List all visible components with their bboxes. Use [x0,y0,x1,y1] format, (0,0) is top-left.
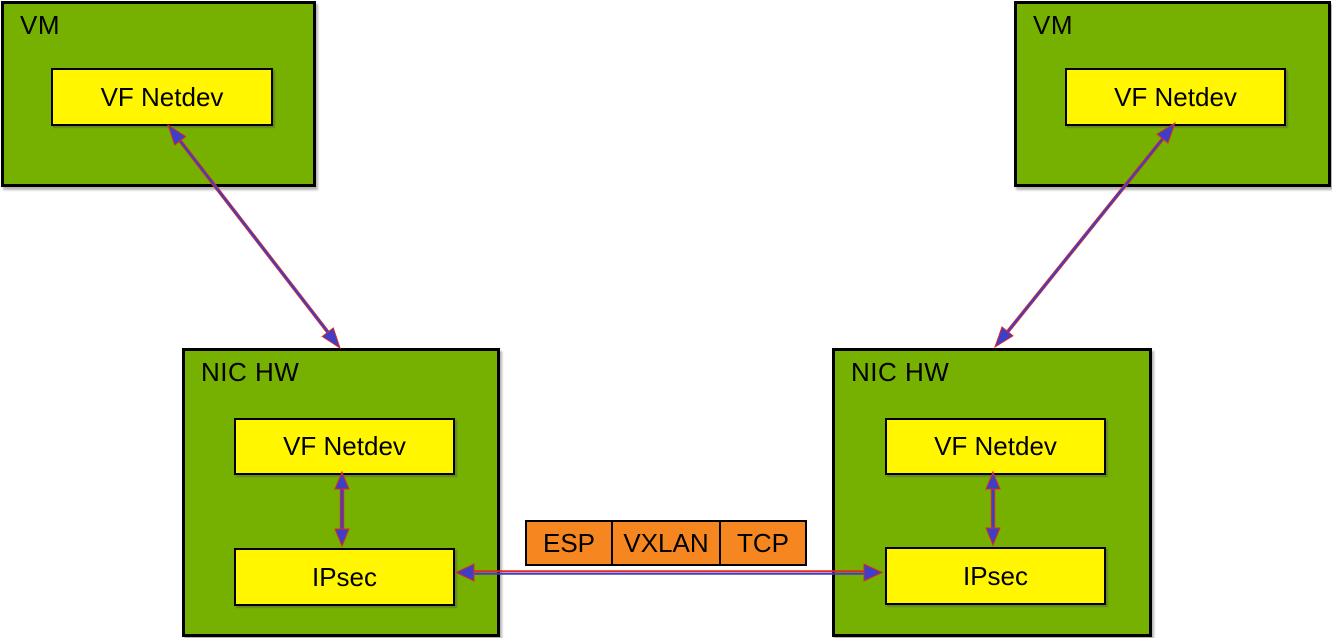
nic-hw-left-vf-netdev-box: VF Netdev [234,418,455,475]
packet-header-strip: ESP VXLAN TCP [525,520,807,566]
nic-hw-right-vf-netdev-box: VF Netdev [885,418,1106,475]
nic-hw-left-vf-netdev-label: VF Netdev [283,431,406,461]
packet-esp-label: ESP [542,527,596,558]
vm-left-vf-netdev-box: VF Netdev [51,68,273,126]
nic-hw-right-box: NIC HW VF Netdev IPsec [832,348,1152,637]
vm-left-box: VM VF Netdev [1,1,316,187]
packet-tcp-label: TCP [737,527,789,558]
nic-hw-left-ipsec-label: IPsec [311,561,378,592]
packet-tcp-box: TCP [719,520,807,566]
nic-hw-left-title: NIC HW [201,357,300,387]
vm-left-vf-netdev-label: VF Netdev [100,81,224,112]
vm-right-vf-netdev-label: VF Netdev [1114,81,1237,112]
nic-hw-left-ipsec-box: IPsec [234,548,455,606]
vm-right-title: VM [1033,10,1073,40]
packet-vxlan-label: VXLAN [623,527,709,558]
packet-esp-box: ESP [525,520,613,566]
vm-right-vf-netdev-box: VF Netdev [1065,68,1286,126]
nic-hw-right-title: NIC HW [851,357,950,387]
nic-hw-right-ipsec-box: IPsec [885,547,1106,605]
nic-hw-right-ipsec-label: IPsec [962,560,1029,591]
vm-left-title: VM [20,10,60,40]
nic-hw-left-box: NIC HW VF Netdev IPsec [182,348,500,637]
packet-vxlan-box: VXLAN [611,520,721,566]
arrow-ipsec-to-ipsec [454,563,884,582]
nic-hw-right-vf-netdev-label: VF Netdev [934,431,1057,461]
vm-right-box: VM VF Netdev [1014,1,1331,187]
